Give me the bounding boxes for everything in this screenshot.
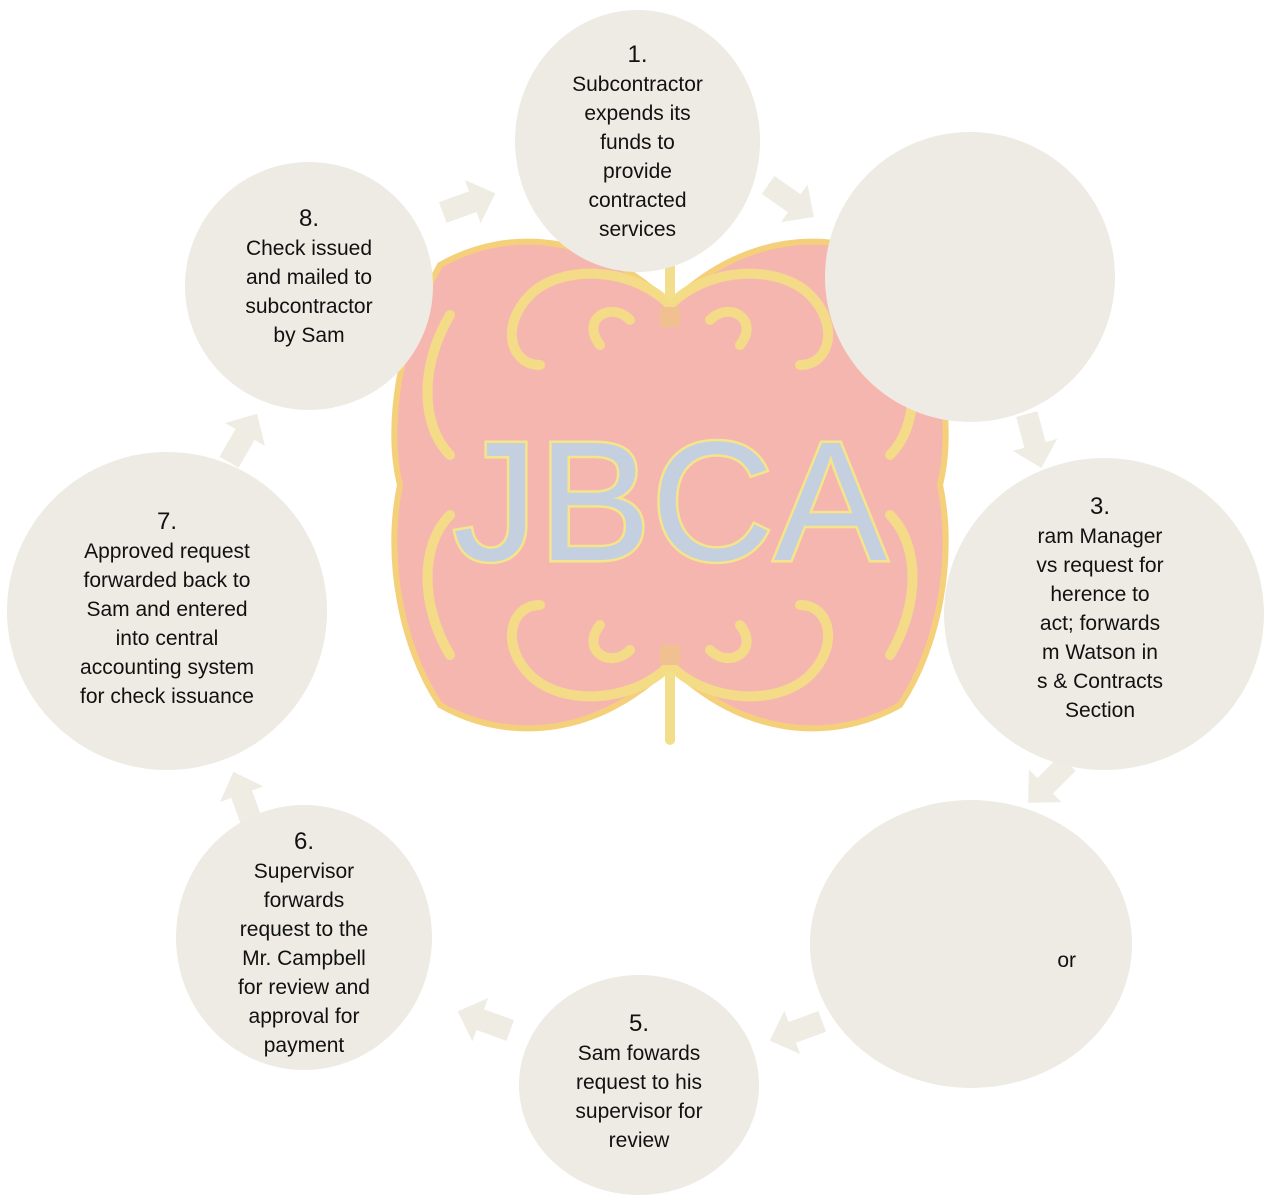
step-7-text: Approved request forwarded back to Sam a…	[80, 540, 254, 708]
step-8-text: Check issued and mailed to subcontractor…	[245, 237, 373, 347]
step-7-circle: 7. Approved request forwarded back to Sa…	[7, 452, 327, 770]
arrow-step6-to-step7	[220, 771, 264, 829]
arrow-step5-to-step6	[457, 998, 515, 1042]
arrow-step4-to-step5	[769, 1010, 827, 1054]
jbca-logo: JBCA	[391, 238, 949, 745]
step-6-text: Supervisor forwards request to the Mr. C…	[238, 860, 370, 1057]
logo-text: JBCA	[453, 407, 888, 597]
step-1-text: Subcontractor expends its funds to provi…	[572, 73, 703, 241]
step-6-circle: 6. Supervisor forwards request to the Mr…	[176, 805, 432, 1070]
step-6-number: 6.	[293, 828, 314, 855]
step-1-circle: 1. Subcontractor expends its funds to pr…	[515, 10, 760, 272]
arrow-step3-to-step4	[1028, 755, 1076, 803]
arrow-step2-to-step3	[1012, 411, 1058, 469]
step-8-circle: 8. Check issued and mailed to subcontrac…	[185, 162, 433, 410]
step-5-number: 5.	[628, 1010, 649, 1037]
step-4-circle: or	[810, 800, 1132, 1088]
arrow-step8-to-step1	[438, 180, 496, 224]
step-8-number: 8.	[298, 205, 319, 232]
step-7-number: 7.	[156, 508, 177, 535]
step-5-text: Sam fowards request to his supervisor fo…	[575, 1042, 703, 1152]
step-3-circle: 3. ram Manager vs request for herence to…	[944, 458, 1264, 770]
step-1-number: 1.	[627, 41, 648, 68]
step-3-number: 3.	[1090, 493, 1111, 520]
step-5-circle: 5. Sam fowards request to his supervisor…	[519, 975, 759, 1195]
step-2-circle	[825, 132, 1115, 422]
step-3-text: ram Manager vs request for herence to ac…	[1036, 525, 1164, 722]
arrow-step1-to-step2	[761, 175, 814, 223]
arrow-step7-to-step8	[219, 413, 265, 468]
step-4-text: or	[1057, 949, 1076, 972]
